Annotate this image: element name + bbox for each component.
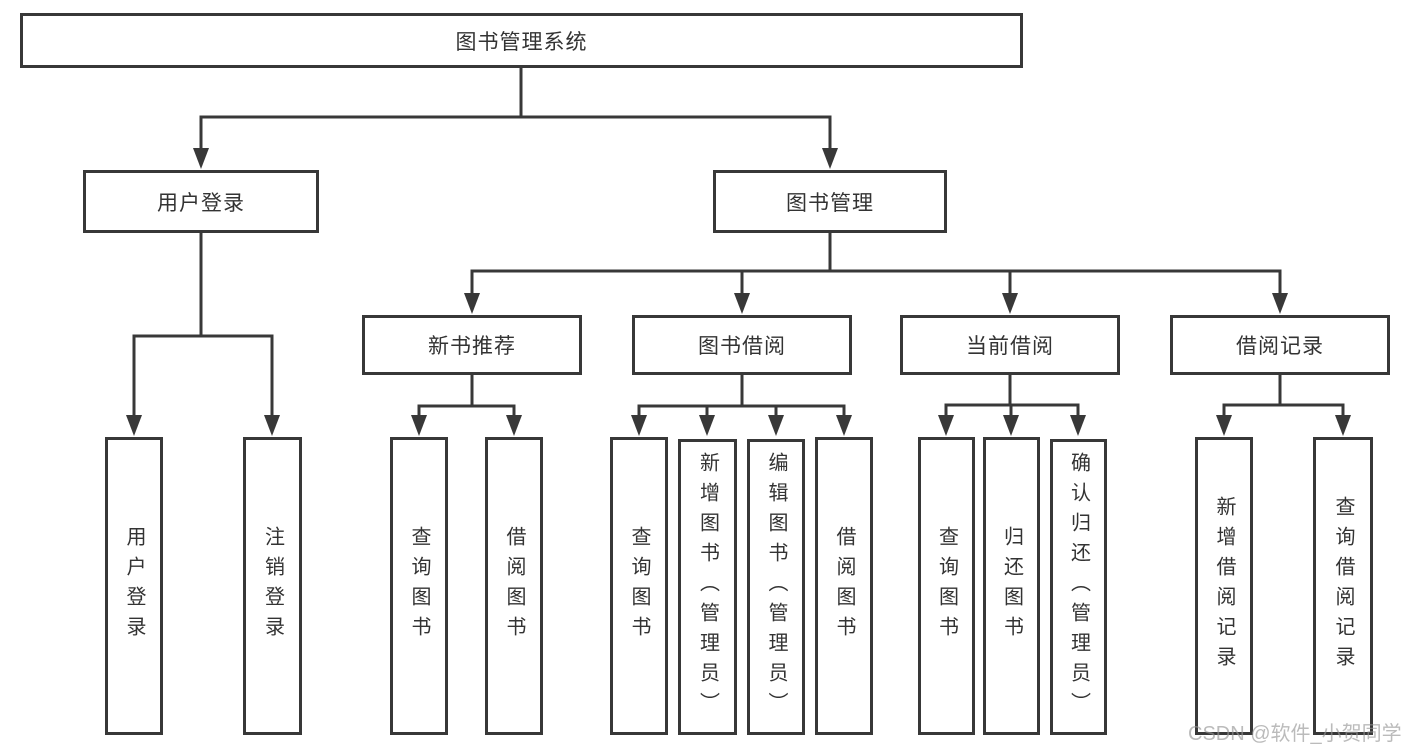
node-library-management-system: 图书管理系统 — [20, 13, 1023, 68]
node-label: 查询图书 — [628, 526, 650, 646]
node-new-book-recommend: 新书推荐 — [362, 315, 582, 375]
node-edit-books-admin: 编辑图书（管理员） — [747, 439, 805, 735]
node-label: 图书管理系统 — [455, 30, 588, 54]
node-add-borrow-record: 新增借阅记录 — [1195, 437, 1253, 735]
node-borrow-books-1: 借阅图书 — [485, 437, 543, 735]
node-label: 用户登录 — [157, 191, 245, 215]
node-label: 图书管理 — [786, 191, 874, 215]
node-user-login: 用户登录 — [83, 170, 319, 233]
node-label: 查询借阅记录 — [1332, 496, 1354, 676]
node-label: 借阅记录 — [1236, 335, 1324, 358]
node-query-borrow-record: 查询借阅记录 — [1313, 437, 1373, 735]
node-label: 借阅图书 — [833, 526, 855, 646]
node-return-books: 归还图书 — [983, 437, 1040, 735]
node-label: 新增借阅记录 — [1213, 496, 1235, 676]
node-logout: 注销登录 — [243, 437, 302, 735]
node-label: 新书推荐 — [428, 335, 516, 358]
node-query-books-2: 查询图书 — [610, 437, 668, 735]
node-borrow-books-2: 借阅图书 — [815, 437, 873, 735]
node-query-books-1: 查询图书 — [390, 437, 448, 735]
csdn-watermark: CSDN @软件_小贺同学 — [1188, 723, 1402, 745]
node-label: 查询图书 — [935, 526, 958, 646]
node-add-books-admin: 新增图书（管理员） — [678, 439, 737, 735]
node-user-login-leaf: 用户登录 — [105, 437, 163, 735]
node-book-management: 图书管理 — [713, 170, 947, 233]
node-book-borrowing: 图书借阅 — [632, 315, 852, 375]
node-label: 图书借阅 — [698, 335, 786, 358]
node-label: 借阅图书 — [503, 526, 525, 646]
node-label: 用户登录 — [123, 526, 145, 646]
node-label: 编辑图书（管理员） — [765, 452, 787, 722]
node-label: 新增图书（管理员） — [696, 452, 719, 722]
arrowhead-icons — [126, 148, 1351, 436]
node-query-books-3: 查询图书 — [918, 437, 975, 735]
node-borrowing-records: 借阅记录 — [1170, 315, 1390, 375]
node-label: 查询图书 — [408, 526, 430, 646]
node-label: 确认归还（管理员） — [1067, 452, 1090, 722]
node-label: 注销登录 — [261, 526, 284, 646]
node-confirm-return-admin: 确认归还（管理员） — [1050, 439, 1107, 735]
node-label: 当前借阅 — [966, 335, 1054, 358]
node-current-borrowing: 当前借阅 — [900, 315, 1120, 375]
node-label: 归还图书 — [1000, 526, 1023, 646]
